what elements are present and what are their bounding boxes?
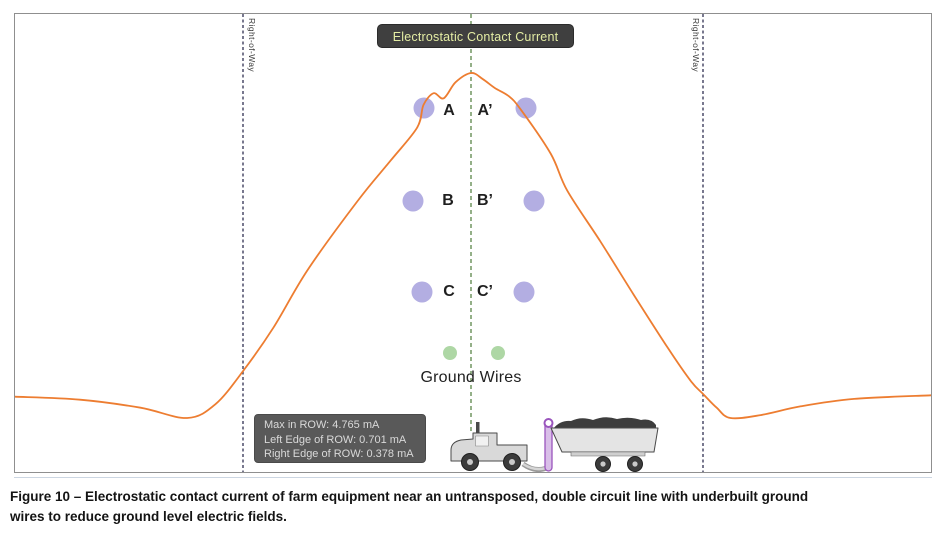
plot-area: Right-of-Way Right-of-Way Electrostatic … xyxy=(14,13,932,473)
conductor-dot-c-left xyxy=(411,281,433,303)
conductor-dot-a-right xyxy=(515,97,537,119)
ground-wires-label: Ground Wires xyxy=(420,369,522,386)
figure-caption-line2: wires to reduce ground level electric fi… xyxy=(10,509,287,524)
conductor-label-a: A xyxy=(443,102,455,119)
conductor-dot-b-left xyxy=(402,190,424,212)
row-stats-box: Max in ROW: 4.765 mA Left Edge of ROW: 0… xyxy=(254,414,426,463)
purple-pole-loop xyxy=(543,418,554,428)
purple-pole xyxy=(543,418,554,472)
conductor-dot-a-left xyxy=(413,97,435,119)
trailer-box xyxy=(550,427,659,453)
right-of-way-label-right: Right-of-Way xyxy=(691,18,701,73)
stat-right-edge: Right Edge of ROW: 0.378 mA xyxy=(264,448,414,460)
contact-current-curve xyxy=(15,72,931,420)
figure-caption: Figure 10 – Electrostatic contact curren… xyxy=(10,487,945,527)
trailer-frame xyxy=(570,451,646,457)
stat-left-edge: Left Edge of ROW: 0.701 mA xyxy=(264,433,407,446)
conductor-label-c-prime: C’ xyxy=(477,283,493,300)
right-of-way-label-left: Right-of-Way xyxy=(247,18,257,73)
trailer-wheel-right-hub xyxy=(632,461,638,467)
ground-wire-dot-left xyxy=(443,346,457,360)
trailer-grain-heap xyxy=(553,417,656,429)
title-badge: Electrostatic Contact Current xyxy=(377,24,574,48)
conductor-label-b: B xyxy=(442,192,454,209)
plot-canvas xyxy=(15,14,931,472)
trailer-wheel-left-hub xyxy=(600,461,606,467)
tractor-window xyxy=(475,435,489,447)
figure-bottom-rule xyxy=(14,477,932,478)
conductor-label-c: C xyxy=(443,283,455,300)
conductor-label-b-prime: B’ xyxy=(477,192,493,209)
stat-max-in-row: Max in ROW: 4.765 mA xyxy=(264,419,380,431)
conductor-dot-c-right xyxy=(513,281,535,303)
tractor-wheel-front-hub xyxy=(509,459,515,465)
ground-wire-dot-right xyxy=(491,346,505,360)
figure-caption-line1: Figure 10 – Electrostatic contact curren… xyxy=(10,489,809,504)
grain-trailer xyxy=(550,417,659,472)
conductor-label-a-prime: A’ xyxy=(477,102,493,119)
tractor xyxy=(450,422,553,472)
tractor-exhaust xyxy=(476,422,480,434)
conductor-dot-b-right xyxy=(523,190,545,212)
farm-equipment xyxy=(450,417,659,472)
tractor-wheel-rear-hub xyxy=(467,459,473,465)
